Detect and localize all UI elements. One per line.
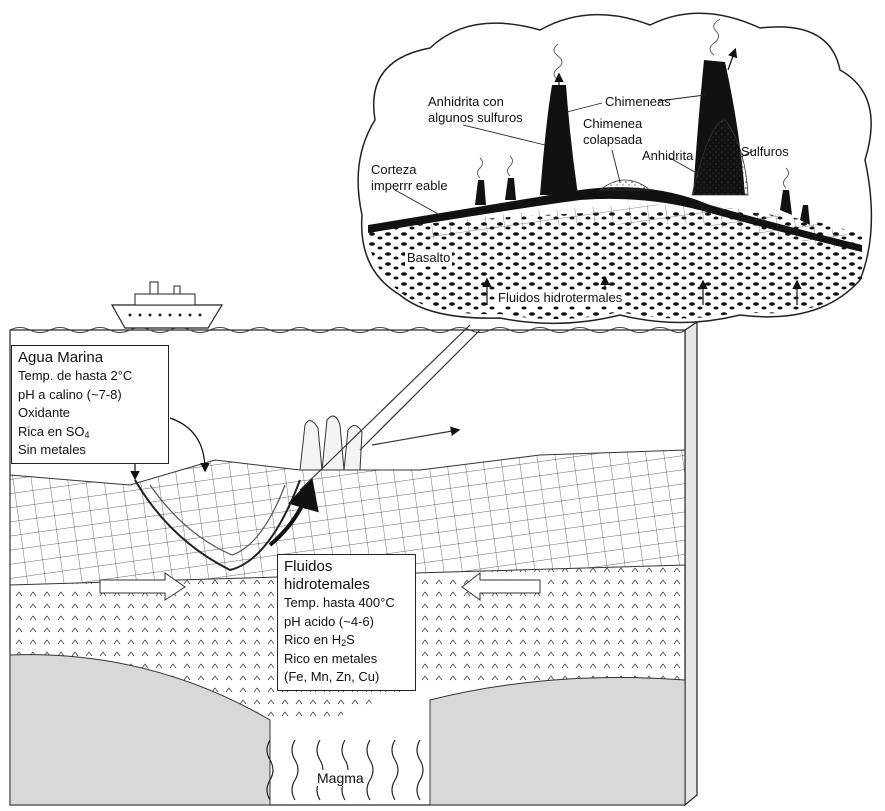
seawater-line: Sin metales [18,441,162,460]
seawater-line: Temp. de hasta 2°C [18,367,162,386]
hydrothermal-line: Rico en H2S [284,631,409,650]
label-anhidrita: Anhidrita [642,148,693,164]
label-fluidos-hidrotermales-callout: Fluidos hidrotermales [496,290,624,306]
hydrothermal-title: Fluidos hidrotemales [284,558,409,594]
label-sulfuros: Sulfuros [741,144,789,160]
hydrothermal-line: Temp. hasta 400°C [284,594,409,613]
hydrothermal-line: pH acido (~4-6) [284,613,409,632]
label-chimenea-colapsada: Chimenea colapsada [583,116,642,148]
ship-icon [112,282,222,328]
seawater-title: Agua Marina [18,349,162,367]
hydrothermal-info-box: Fluidos hidrotemales Temp. hasta 400°C p… [277,554,416,691]
seawater-line: pH a calino (~7-8) [18,386,162,405]
label-anhidrita-sulfuros: Anhidrita con algunos sulfuros [428,94,523,126]
label-chimeneas: Chimeneas [605,94,671,110]
seawater-line: Rica en SO4 [18,423,162,442]
seawater-info-box: Agua Marina Temp. de hasta 2°C pH a cali… [11,345,169,464]
seawater-line: Oxidante [18,404,162,423]
label-magma: Magma [315,770,366,786]
label-corteza-impermeable: Corteza imperrr eable [371,162,448,194]
hydrothermal-line: Rico en metales [284,650,409,669]
hydrothermal-line: (Fe, Mn, Zn, Cu) [284,668,409,687]
label-basalto: Basalto [405,250,452,266]
